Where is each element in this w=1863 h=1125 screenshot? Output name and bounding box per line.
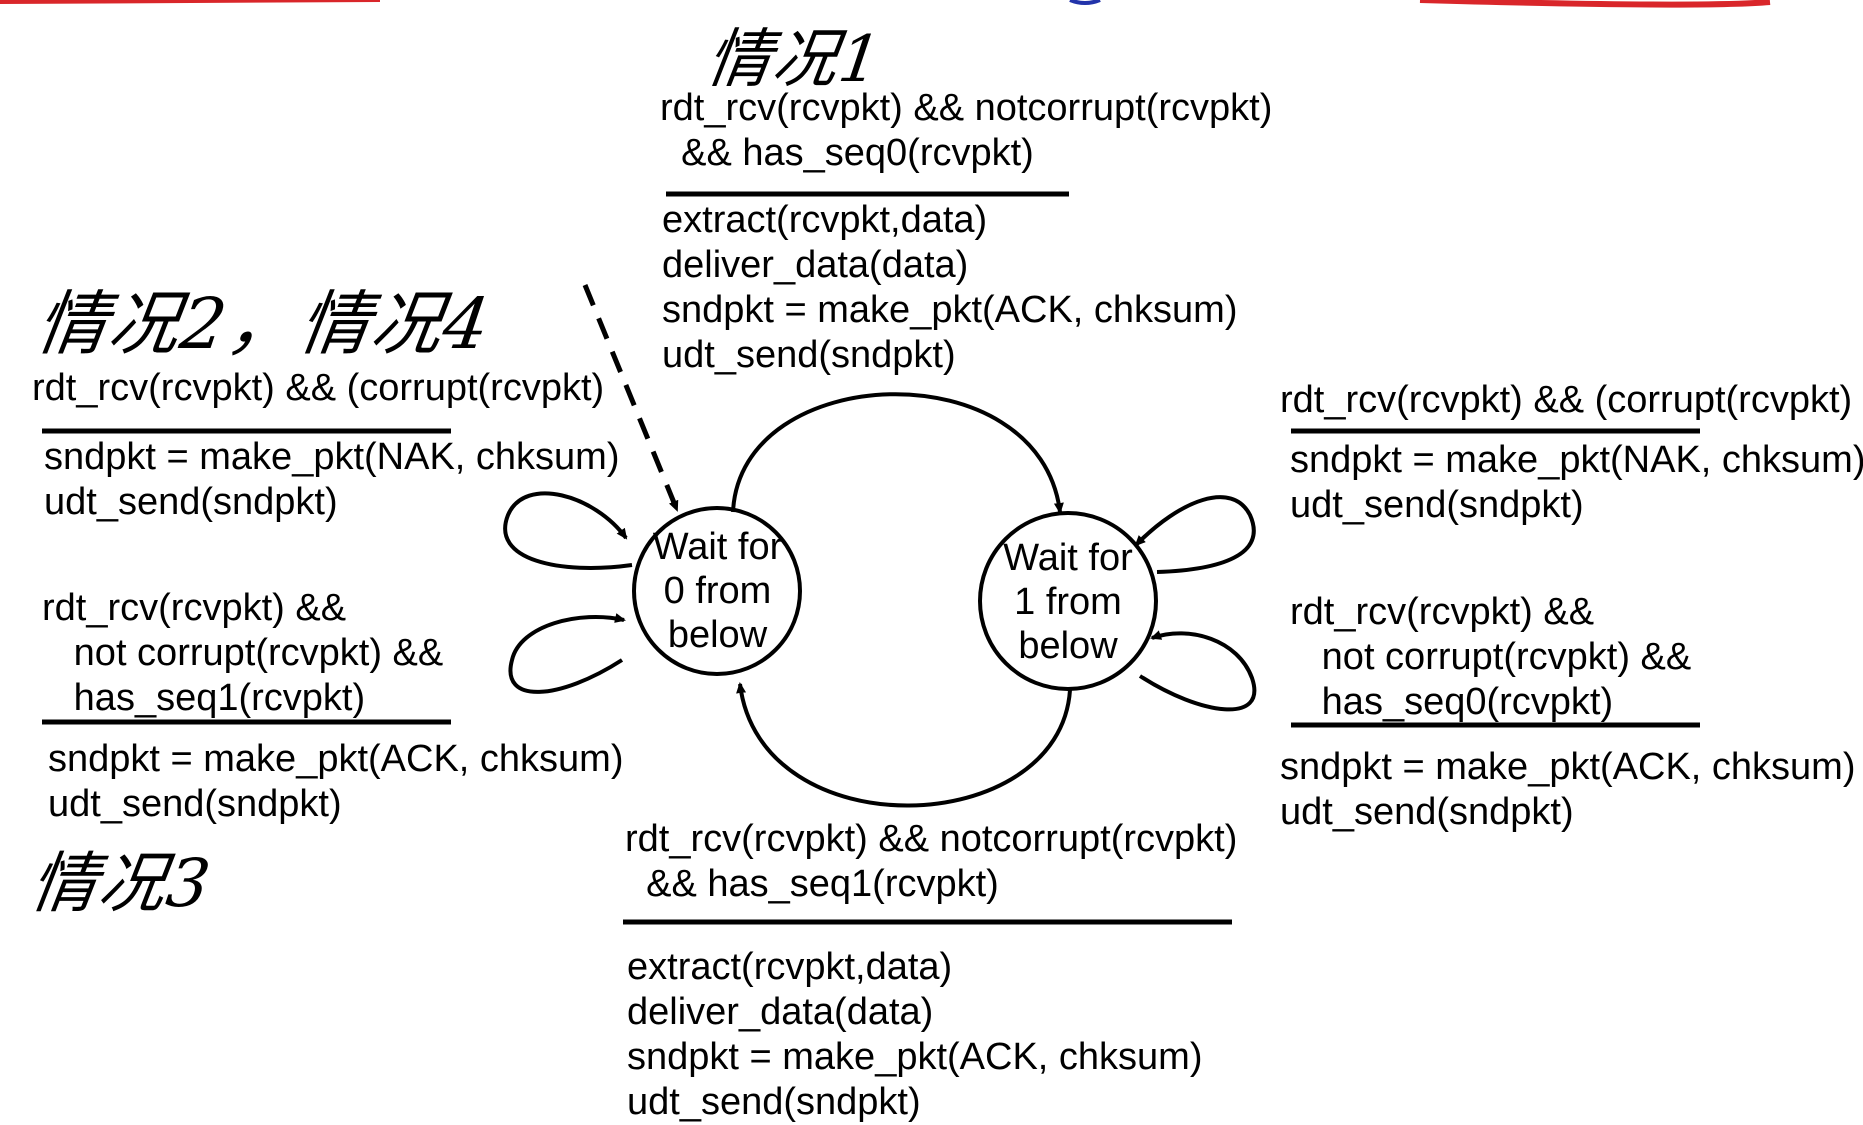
action-line: udt_send(sndpkt) [44,481,338,523]
state-wait-1 [978,511,1158,691]
top-blue-mark [1069,0,1101,5]
action-line: extract(rcvpkt,data) [627,946,953,988]
top-right-red-stroke [1419,0,1771,8]
state-wait-0-line-3: below [667,614,768,656]
self-loop-right-lower [1138,630,1257,712]
action-line: sndpkt = make_pkt(ACK, chksum) [1280,746,1856,788]
transition-right-corrupt-actions: sndpkt = make_pkt(NAK, chksum) udt_send(… [1290,438,1863,528]
action-line: deliver_data(data) [662,244,969,286]
state-wait-1-line-3: below [1018,625,1118,667]
transition-bottom-event: rdt_rcv(rcvpkt) && notcorrupt(rcvpkt) &&… [625,817,1237,907]
event-line: && has_seq1(rcvpkt) [625,863,999,905]
action-line: extract(rcvpkt,data) [662,199,988,241]
top-left-red-stroke [0,0,381,4]
transition-right-corrupt-event: rdt_rcv(rcvpkt) && (corrupt(rcvpkt) [1280,378,1852,423]
transition-bottom-arrow [736,682,1072,808]
event-line: has_seq1(rcvpkt) [42,677,366,719]
annotation-case2-case4: 情况2，情况4 [31,283,497,365]
transition-left-corrupt-event: rdt_rcv(rcvpkt) && (corrupt(rcvpkt) [32,366,604,411]
state-wait-0-line-2: 0 from [663,570,772,612]
self-loop-left-lower [508,613,626,694]
event-line: not corrupt(rcvpkt) && [1290,636,1692,678]
transition-top-actions: extract(rcvpkt,data) deliver_data(data) … [662,198,1238,378]
event-line: && has_seq0(rcvpkt) [660,132,1034,174]
event-line: rdt_rcv(rcvpkt) && (corrupt(rcvpkt) [1280,379,1853,421]
action-line: udt_send(sndpkt) [1280,791,1574,833]
action-line: sndpkt = make_pkt(NAK, chksum) [1290,439,1863,481]
action-line: udt_send(sndpkt) [1290,484,1584,526]
action-line: udt_send(sndpkt) [627,1081,921,1123]
transition-left-corrupt-actions: sndpkt = make_pkt(NAK, chksum) udt_send(… [44,435,620,525]
state-wait-1-line-2: 1 from [1014,581,1122,623]
transition-right-seq0-event: rdt_rcv(rcvpkt) && not corrupt(rcvpkt) &… [1290,590,1691,725]
state-wait-0-label: Wait for 0 from below [640,525,795,657]
transition-top-arrow [731,392,1064,514]
annotation-dashed-arrow [582,284,680,512]
state-wait-1-label: Wait for 1 from below [990,536,1146,668]
event-line: has_seq0(rcvpkt) [1290,681,1614,723]
transition-bottom-actions: extract(rcvpkt,data) deliver_data(data) … [627,945,1203,1125]
transition-left-seq1-event: rdt_rcv(rcvpkt) && not corrupt(rcvpkt) &… [42,586,443,721]
state-wait-1-line-1: Wait for [1003,537,1133,579]
state-wait-0 [632,506,802,676]
action-line: udt_send(sndpkt) [662,334,956,376]
event-line: rdt_rcv(rcvpkt) && notcorrupt(rcvpkt) [625,818,1238,860]
event-line: rdt_rcv(rcvpkt) && [42,587,347,629]
event-line: not corrupt(rcvpkt) && [42,632,444,674]
event-line: rdt_rcv(rcvpkt) && (corrupt(rcvpkt) [32,367,605,409]
event-line: rdt_rcv(rcvpkt) && notcorrupt(rcvpkt) [660,87,1273,129]
action-line: deliver_data(data) [627,991,934,1033]
event-line: rdt_rcv(rcvpkt) && [1290,591,1595,633]
transition-right-seq0-actions: sndpkt = make_pkt(ACK, chksum) udt_send(… [1280,745,1856,835]
action-line: udt_send(sndpkt) [48,783,342,825]
transition-top-event: rdt_rcv(rcvpkt) && notcorrupt(rcvpkt) &&… [660,86,1272,176]
state-wait-0-line-1: Wait for [652,526,783,568]
action-line: sndpkt = make_pkt(ACK, chksum) [662,289,1238,331]
action-line: sndpkt = make_pkt(NAK, chksum) [44,436,620,478]
annotation-case3: 情况3 [25,845,217,922]
self-loop-left-upper [503,491,633,570]
action-line: sndpkt = make_pkt(ACK, chksum) [627,1036,1203,1078]
action-line: sndpkt = make_pkt(ACK, chksum) [48,738,624,780]
transition-left-seq1-actions: sndpkt = make_pkt(ACK, chksum) udt_send(… [48,737,624,827]
self-loop-right-upper [1134,495,1256,574]
